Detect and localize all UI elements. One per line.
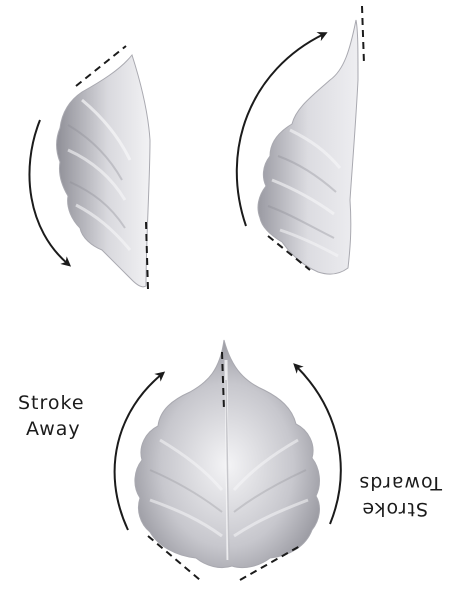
stroke-away-label: Stroke Away — [18, 390, 85, 442]
stroke-away-line-2: Away — [18, 416, 85, 442]
petal-top-left — [57, 55, 150, 287]
petal-top-left-shape — [57, 55, 150, 287]
petal-top-right — [258, 20, 358, 274]
guide-line-top-right-upper — [362, 6, 364, 64]
stroke-towards-label: Stroke Towards — [352, 470, 442, 522]
stroke-away-line-1: Stroke — [18, 390, 85, 416]
stroke-towards-line-1: Stroke — [352, 496, 442, 522]
petal-bottom — [135, 340, 320, 568]
stroke-towards-line-2: Towards — [352, 470, 442, 496]
petal-top-right-shape — [258, 20, 358, 274]
